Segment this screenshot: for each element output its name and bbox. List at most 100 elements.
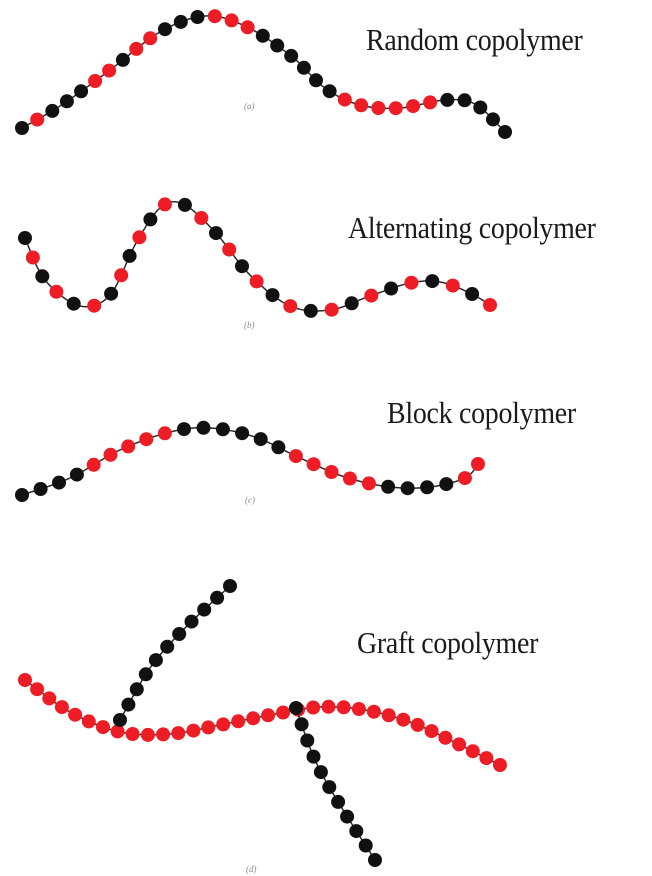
red-monomer	[445, 278, 460, 293]
red-monomer	[171, 726, 186, 741]
black-monomer	[215, 422, 230, 437]
red-monomer	[342, 471, 357, 486]
black-monomer	[322, 780, 337, 795]
red-monomer	[231, 714, 246, 729]
black-monomer	[498, 125, 512, 139]
red-monomer	[351, 702, 366, 716]
red-monomer	[288, 449, 303, 464]
black-monomer	[15, 488, 29, 502]
red-monomer	[68, 707, 83, 722]
black-monomer	[138, 667, 153, 682]
black-monomer	[368, 853, 382, 867]
red-monomer	[423, 95, 438, 110]
black-monomer	[253, 432, 268, 447]
red-monomer	[121, 439, 136, 454]
block-copolymer-chain	[15, 420, 485, 502]
black-monomer	[210, 590, 225, 605]
graft-copolymer-branch-upper	[113, 579, 237, 727]
red-monomer	[125, 727, 140, 741]
black-monomer	[52, 475, 66, 490]
black-monomer	[270, 38, 285, 53]
red-monomer	[306, 700, 321, 715]
black-monomer	[294, 717, 309, 732]
red-monomer	[201, 720, 216, 735]
red-monomer	[139, 432, 154, 447]
black-monomer	[344, 296, 359, 311]
red-monomer	[452, 737, 467, 752]
red-monomer	[493, 758, 507, 772]
red-monomer	[438, 730, 453, 745]
black-monomer	[197, 602, 212, 617]
black-monomer	[160, 639, 175, 654]
black-monomer	[69, 467, 84, 482]
red-monomer	[354, 98, 369, 113]
black-monomer	[33, 482, 48, 496]
black-monomer	[35, 269, 50, 284]
black-monomer	[190, 10, 205, 24]
panel-c-label: (c)	[245, 495, 255, 505]
panel-b-label: (b)	[244, 320, 255, 330]
black-monomer	[425, 274, 440, 289]
black-monomer	[440, 92, 455, 107]
red-monomer	[216, 717, 231, 732]
red-monomer	[465, 744, 480, 759]
red-monomer	[246, 711, 261, 726]
alternating-copolymer-chain	[18, 197, 497, 318]
red-monomer	[114, 268, 129, 283]
black-monomer	[113, 713, 127, 727]
black-monomer	[209, 226, 223, 241]
red-monomer	[336, 700, 351, 715]
red-monomer	[222, 242, 237, 257]
red-monomer	[186, 723, 201, 738]
red-monomer	[140, 727, 155, 742]
red-monomer	[30, 682, 45, 697]
red-monomer	[88, 74, 103, 88]
black-monomer	[59, 94, 74, 109]
red-monomer	[103, 447, 118, 462]
red-monomer	[321, 699, 336, 714]
red-monomer	[156, 727, 171, 742]
red-monomer	[143, 31, 158, 46]
black-monomer	[340, 809, 355, 824]
red-monomer	[110, 724, 125, 739]
red-monomer	[157, 426, 172, 441]
chain-backbone	[24, 679, 501, 766]
black-monomer	[143, 212, 158, 227]
red-monomer	[404, 275, 419, 290]
black-monomer	[45, 103, 60, 118]
black-monomer	[122, 248, 137, 263]
red-monomer	[306, 457, 321, 472]
random-copolymer-title: Random copolymer	[366, 22, 583, 57]
black-monomer	[284, 48, 299, 63]
red-monomer	[86, 457, 101, 472]
red-monomer	[25, 250, 40, 265]
red-monomer	[240, 20, 255, 35]
red-monomer	[207, 9, 222, 24]
red-monomer	[54, 700, 69, 715]
block-copolymer-title: Block copolymer	[387, 395, 576, 430]
red-monomer	[381, 708, 396, 723]
red-monomer	[324, 302, 339, 317]
black-monomer	[255, 28, 270, 43]
red-monomer	[366, 704, 381, 719]
red-monomer	[224, 13, 239, 28]
black-monomer	[306, 749, 321, 764]
black-monomer	[265, 288, 280, 303]
black-monomer	[235, 426, 250, 441]
red-monomer	[194, 211, 209, 225]
black-monomer	[196, 420, 211, 435]
black-monomer	[74, 84, 89, 99]
red-monomer	[102, 63, 117, 78]
red-monomer	[129, 41, 144, 56]
black-monomer	[158, 22, 172, 37]
black-monomer	[384, 281, 399, 296]
black-monomer	[322, 84, 337, 99]
black-monomer	[129, 682, 144, 697]
black-monomer	[349, 824, 364, 839]
red-monomer	[249, 274, 264, 289]
black-monomer	[289, 701, 303, 715]
black-monomer	[115, 52, 130, 67]
red-monomer	[371, 101, 386, 115]
red-monomer	[364, 288, 379, 303]
